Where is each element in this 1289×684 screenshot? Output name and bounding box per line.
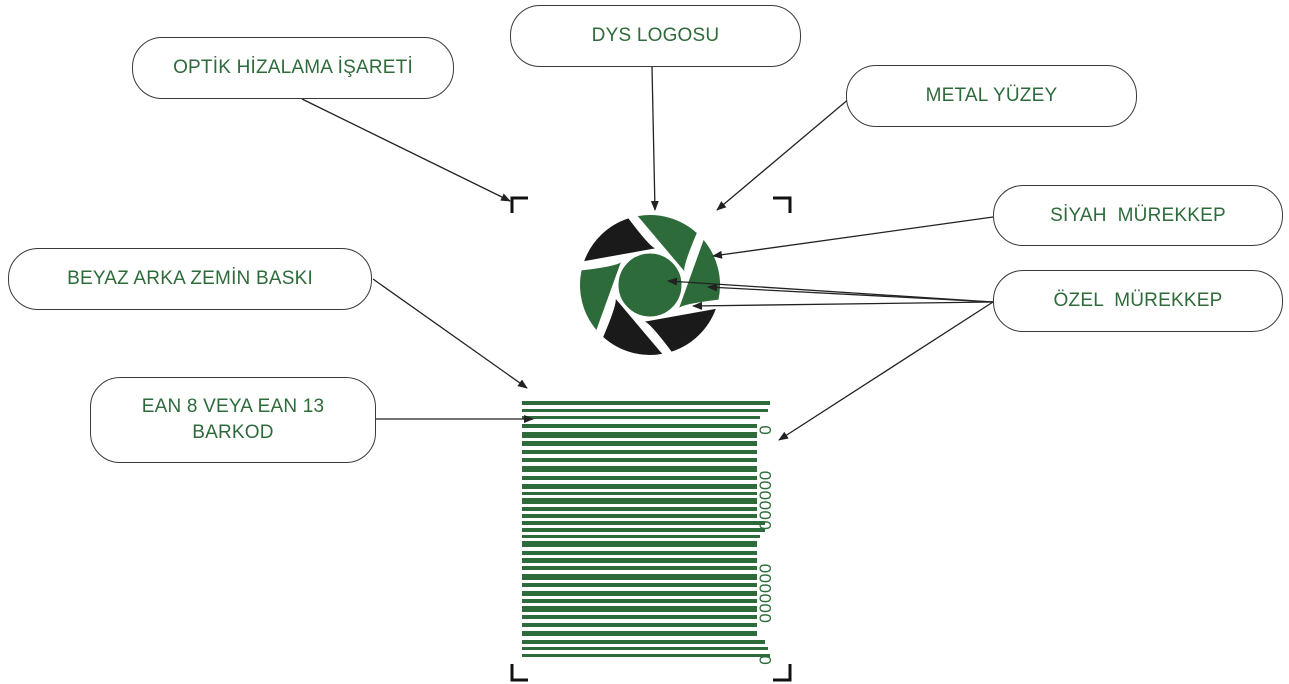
alignment-mark-bottom-left [510,664,528,682]
logo-blade [603,298,663,355]
logo-blade [644,308,716,352]
barcode-bar [522,615,757,619]
barcode-bar [522,541,757,547]
barcode-bar [522,640,765,644]
barcode-bar [522,416,760,419]
barcode-bar [522,654,770,657]
arrow-black-ink [712,216,994,259]
arrow-white-background [372,278,528,389]
barcode-bar [522,492,757,495]
barcode-digits: 0 000000 000000 0 [756,425,775,664]
callout-black-ink: SİYAH MÜREKKEP [993,185,1283,246]
callout-black-ink-label: SİYAH MÜREKKEP [1050,204,1226,226]
barcode-bar [522,647,768,650]
barcode-bar [522,631,757,636]
barcode-digit-group: 000000 [756,563,775,623]
callout-barcode-label-line1: EAN 8 VEYA EAN 13 [141,396,325,418]
arrow-dys-logo [650,66,659,211]
barcode-bar [522,566,757,570]
barcode-bar [522,599,757,603]
barcode-bar [522,484,757,489]
arrow-special-ink-ring [692,301,994,310]
barcode-bar [522,476,757,480]
callout-optical-alignment-mark-label: OPTİK HİZALAMA İŞARETİ [173,57,413,79]
barcode-bar [522,528,765,532]
logo-center [615,250,685,320]
callout-optical-alignment-mark: OPTİK HİZALAMA İŞARETİ [132,37,454,99]
barcode-digit-group: 0 [756,655,775,664]
barcode-bar [522,409,768,412]
barcode-bar [522,558,757,563]
alignment-mark-top-left [510,196,528,213]
optical-alignment-marks [510,196,792,682]
callout-barcode-label-line2: BARKOD [192,422,274,443]
alignment-mark-top-right [773,196,792,213]
barcode-bar [522,591,757,596]
barcode-bar [522,551,757,555]
barcode-digit-group: 000000 [756,470,775,530]
arrow-special-ink-petal [707,283,994,303]
callout-white-background-label: BEYAZ ARKA ZEMİN BASKI [67,268,313,290]
arrow-special-ink-barcode [778,301,994,441]
barcode-bar [522,514,757,518]
callout-dys-logo: DYS LOGOSU [510,5,801,67]
callout-arrows [301,66,994,441]
barcode-bar [522,535,760,538]
callout-white-background: BEYAZ ARKA ZEMİN BASKI [8,248,372,310]
arrow-metal-surface [716,97,851,211]
callout-metal-surface: METAL YÜZEY [846,65,1137,127]
callout-metal-surface-label: METAL YÜZEY [925,85,1058,107]
barcode-bar [522,450,757,454]
barcode-bar [522,458,757,462]
barcode [522,401,770,657]
callout-dys-logo-label: DYS LOGOSU [591,25,720,47]
callout-special-ink-label: ÖZEL MÜREKKEP [1053,290,1223,312]
barcode-bar [522,466,757,472]
barcode-bar [522,521,765,525]
barcode-bar [522,424,757,428]
callout-special-ink: ÖZEL MÜREKKEP [993,270,1283,332]
barcode-bar [522,623,757,627]
barcode-bar [522,441,757,446]
dys-logo [579,215,721,355]
arrow-optical-mark [301,98,511,202]
barcode-bar [522,507,757,511]
barcode-bar [522,606,757,612]
callout-barcode: EAN 8 VEYA EAN 13 BARKOD [90,377,376,463]
barcode-bar [522,432,757,438]
barcode-digit-group: 0 [756,425,775,434]
logo-blade [584,218,656,262]
barcode-bar [522,498,757,504]
alignment-mark-bottom-right [773,664,792,682]
barcode-bar [522,583,757,587]
barcode-bar [522,401,770,405]
barcode-bar [522,574,757,580]
logo-blade [579,262,621,330]
logo-blade [637,215,697,272]
